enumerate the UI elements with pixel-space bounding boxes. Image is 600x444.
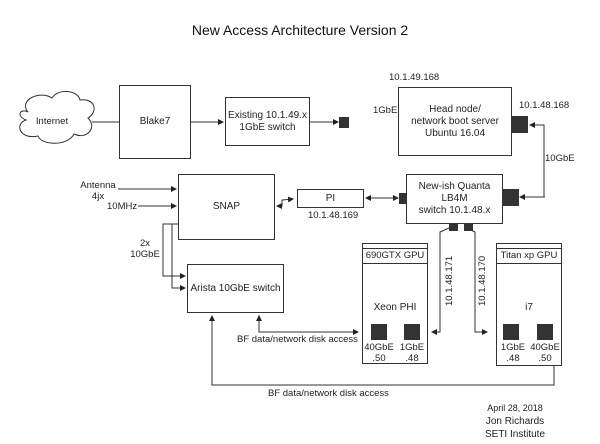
footer-date: April 28, 2018 (487, 403, 543, 413)
xeon-port-40-speed: 40GbE (364, 342, 394, 353)
antenna-line2: 4jx (91, 191, 105, 202)
quanta-line3: switch 10.1.48.x (418, 205, 491, 216)
xeon-port-1-speed: 1GbE (399, 342, 425, 353)
snap-label: SNAP (212, 201, 241, 212)
gpu-node-right: Titan xp GPU i7 1GbE .48 40GbE .50 (496, 243, 562, 366)
xeon-40gbe-port (371, 324, 387, 340)
quanta-port-170 (464, 223, 473, 231)
head-node-10gbe-port (512, 116, 528, 133)
gpu-right-name: i7 (525, 302, 533, 313)
quanta-10gbe-port (503, 189, 519, 206)
snap-links-line2: 10GbE (130, 249, 160, 260)
i7-port-1-label: 1GbE .48 (499, 342, 527, 364)
footer: April 28, 2018 Jon Richards SETI Institu… (475, 402, 555, 441)
antenna-label: Antenna 4jx (78, 180, 118, 202)
head-node-line1: Head node/ (429, 103, 481, 115)
ip-171-label: 10.1.48.171 (444, 255, 455, 306)
existing-switch-line2: 1GbE switch (239, 121, 296, 133)
quanta-port-171 (449, 223, 458, 231)
pi-node: PI (297, 189, 364, 208)
head-ip-left: 10.1.49.168 (389, 72, 440, 83)
snap-links-label: 2x 10GbE (127, 238, 163, 260)
blake7-node: Blake7 (119, 85, 191, 159)
pi-ip-label: 10.1.48.169 (308, 210, 359, 221)
quanta-line2: LB4M (441, 193, 468, 204)
existing-switch-line1: Existing 10.1.49.x (228, 109, 307, 121)
head-node-1gbe-port (339, 117, 349, 128)
pi-label: PI (325, 192, 336, 204)
head-node: Head node/ network boot server Ubuntu 16… (398, 87, 512, 156)
blake7-label: Blake7 (139, 116, 171, 127)
antenna-line1: Antenna (80, 180, 116, 191)
footer-author: Jon Richards (485, 416, 545, 427)
diagram-title: New Access Architecture Version 2 (191, 22, 409, 38)
i7-port-1-speed: 1GbE (500, 342, 526, 353)
xeon-port-1-addr: .48 (405, 353, 419, 364)
i7-40gbe-port (537, 324, 553, 340)
xeon-port-40-label: 40GbE .50 (363, 342, 395, 364)
quanta-switch-node: New-ish Quanta LB4M switch 10.1.48.x (406, 174, 503, 224)
i7-1gbe-port (503, 324, 519, 340)
i7-port-40-speed: 40GbE (530, 342, 560, 353)
bf-access-label-2: BF data/network disk access (268, 388, 389, 399)
arista-label: Arista 10GbE switch (190, 282, 281, 294)
quanta-pi-port (399, 193, 407, 204)
gpu-node-left: 690GTX GPU Xeon PHI 40GbE .50 1GbE .48 (362, 243, 428, 364)
head-ip-right: 10.1.48.168 (519, 100, 570, 111)
clock-label: 10MHz (107, 201, 138, 212)
internet-label: Internet (35, 116, 69, 127)
i7-port-40-label: 40GbE .50 (529, 342, 561, 364)
xeon-1gbe-port (404, 324, 420, 340)
gpu-right-header: Titan xp GPU (497, 249, 561, 264)
gpu-left-header: 690GTX GPU (363, 249, 427, 264)
arista-switch-node: Arista 10GbE switch (187, 264, 284, 313)
snap-node: SNAP (178, 174, 275, 240)
existing-switch-node: Existing 10.1.49.x 1GbE switch (225, 97, 310, 146)
head-node-line2: network boot server (411, 115, 499, 127)
internet-cloud (19, 91, 95, 144)
link-1gbe-label: 1GbE (373, 105, 398, 116)
head-node-line3: Ubuntu 16.04 (424, 127, 486, 139)
i7-port-1-addr: .48 (506, 353, 520, 364)
gpu-left-name: Xeon PHI (373, 302, 417, 313)
xeon-port-40-addr: .50 (372, 353, 386, 364)
xeon-port-1-label: 1GbE .48 (396, 342, 428, 364)
bf-access-label-1: BF data/network disk access (237, 334, 358, 345)
i7-port-40-addr: .50 (538, 353, 552, 364)
ip-170-label: 10.1.48.170 (477, 255, 488, 306)
snap-links-line1: 2x (139, 238, 151, 249)
footer-org: SETI Institute (484, 429, 546, 440)
link-10gbe-label: 10GbE (545, 153, 575, 164)
quanta-line1: New-ish Quanta (418, 181, 491, 192)
